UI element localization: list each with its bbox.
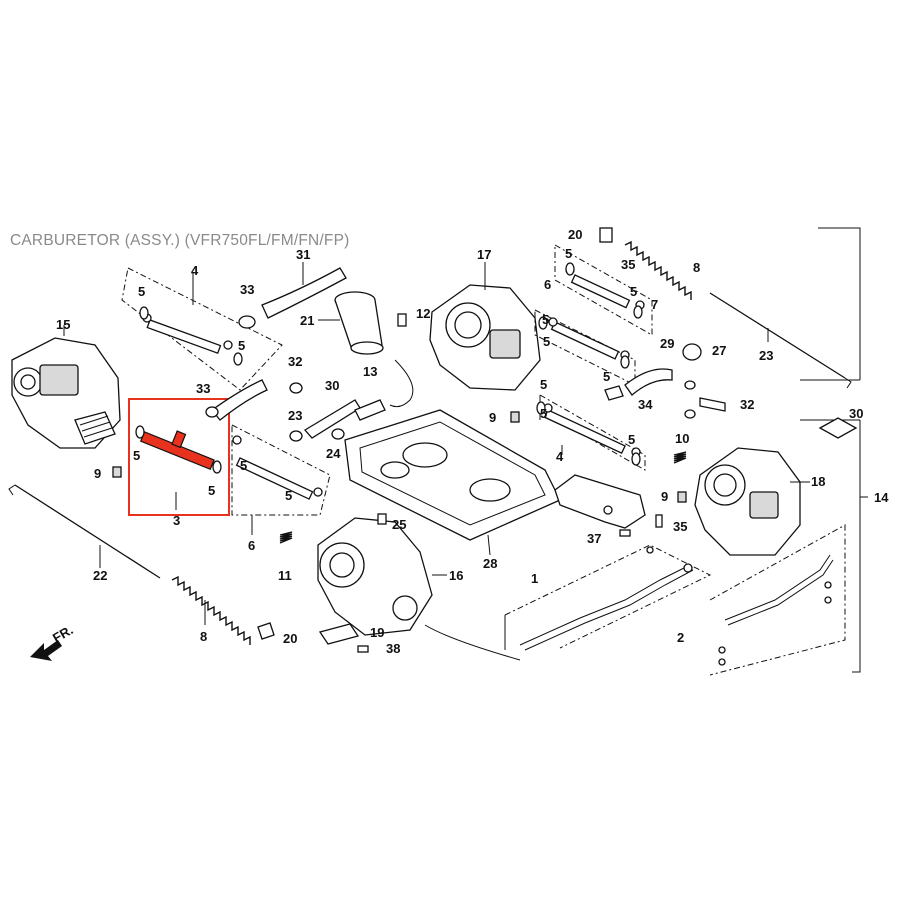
front-direction-arrow: FR. [30, 622, 76, 661]
callout-5-n: 5 [628, 432, 635, 447]
callout-5-j: 5 [543, 334, 550, 349]
spring-8-upper [624, 240, 692, 300]
highlight-box-part-3 [128, 398, 230, 516]
callout-19: 19 [370, 625, 384, 640]
callout-20-lower: 20 [283, 631, 297, 646]
spring-11 [279, 531, 293, 544]
callout-13: 13 [363, 364, 377, 379]
callout-5-c: 5 [133, 448, 140, 463]
callout-11: 11 [278, 568, 292, 583]
callout-2: 2 [677, 630, 684, 645]
callout-30: 30 [849, 406, 863, 421]
hose-38 [211, 379, 268, 421]
callout-29: 31 [296, 247, 310, 262]
carburetor-bottom-16 [317, 517, 521, 661]
callout-5-d: 5 [208, 483, 215, 498]
callout-23-a: 23 [288, 408, 302, 423]
callout-31: 32 [740, 397, 754, 412]
callout-35-a: 35 [673, 519, 687, 534]
callout-27: 29 [660, 336, 674, 351]
carburetor-upper-17 [429, 262, 541, 391]
diagram-title: CARBURETOR (ASSY.) (VFR750FL/FM/FN/FP) [10, 232, 350, 249]
air-funnel-21 [318, 291, 384, 355]
callout-labels: 15 4 5 5 5 5 5 5 3 6 11 9 22 8 20 33 31 … [56, 227, 889, 656]
fuel-joint-group-6-left [231, 424, 331, 535]
callout-25: 27 [712, 343, 726, 358]
callout-3: 3 [173, 513, 180, 528]
callout-33-left: 33 [240, 282, 254, 297]
callout-18: 18 [811, 474, 825, 489]
callout-24: 25 [392, 517, 406, 532]
washers-5 [139, 262, 643, 466]
carburetor-right-18 [694, 447, 810, 556]
callout-17: 17 [477, 247, 491, 262]
rod-22-left [8, 484, 161, 579]
link-rod-group-1 [504, 544, 712, 651]
callout-26: 28 [483, 556, 497, 571]
callout-5-h: 5 [630, 284, 637, 299]
fuel-joint-group-4-left [121, 267, 283, 391]
callout-35-b: 37 [587, 531, 601, 546]
callout-32-b: 33 [196, 381, 210, 396]
callout-20-upper: 20 [568, 227, 582, 242]
callout-9-mid: 9 [489, 410, 496, 425]
callout-9-left: 9 [94, 466, 101, 481]
callout-33-right: 34 [638, 397, 653, 412]
spring-10 [673, 451, 687, 464]
hose-29 [261, 262, 347, 319]
callout-34: 35 [621, 257, 635, 272]
air-chamber-26 [344, 409, 561, 556]
callout-10: 10 [675, 431, 689, 446]
rod-22-right [709, 292, 852, 389]
callout-5-f: 5 [285, 488, 292, 503]
spring-8-lower [171, 575, 251, 645]
link-rod-group-2 [709, 524, 846, 676]
carburetor-left-15 [11, 325, 121, 449]
bracket-plate [554, 474, 646, 529]
callout-5-l: 5 [540, 377, 547, 392]
callout-5-e: 5 [240, 458, 247, 473]
callout-14: 14 [874, 490, 889, 505]
callout-23-b: 24 [326, 446, 341, 461]
callout-32-a: 32 [288, 354, 302, 369]
callout-37: 38 [386, 641, 400, 656]
callout-1: 1 [531, 571, 538, 586]
callout-9-right: 9 [661, 489, 668, 504]
callout-5-i: 5 [542, 312, 549, 327]
front-marker-label: FR. [50, 622, 76, 645]
callout-6-left: 6 [248, 538, 255, 553]
callout-12: 12 [416, 306, 430, 321]
callout-7: 7 [651, 297, 658, 312]
pipe-13 [389, 359, 414, 408]
hose-27 [624, 368, 673, 396]
callout-5-g: 5 [565, 246, 572, 261]
callout-4-left: 4 [191, 263, 199, 278]
callout-5-a: 5 [138, 284, 145, 299]
callout-28: 30 [325, 378, 339, 393]
callout-22-left: 22 [93, 568, 107, 583]
assembly-frame-lines [800, 227, 868, 673]
callout-15: 15 [56, 317, 70, 332]
callout-5-b: 5 [238, 338, 245, 353]
callout-22-right: 23 [759, 348, 773, 363]
callout-16: 16 [449, 568, 463, 583]
callout-8-lower: 8 [200, 629, 207, 644]
callout-8-upper: 8 [693, 260, 700, 275]
callout-6-right: 6 [544, 277, 551, 292]
callout-21: 21 [300, 313, 314, 328]
hose-28 [303, 399, 386, 439]
callout-4-right: 4 [556, 449, 564, 464]
small-fittings [112, 227, 858, 653]
callout-5-m: 5 [540, 406, 547, 421]
callout-5-k: 5 [603, 369, 610, 384]
